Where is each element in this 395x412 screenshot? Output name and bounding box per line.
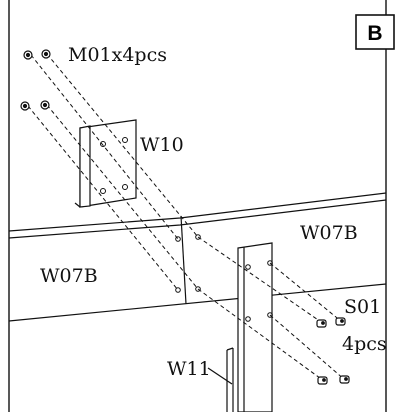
label-screws-right-code: S01 [344, 296, 381, 318]
label-screws-top: M01x4pcs [68, 44, 167, 66]
label-board-right: W07B [300, 222, 358, 244]
screws-m01 [20, 49, 51, 111]
post-plate [237, 242, 273, 412]
label-post: W11 [167, 358, 211, 380]
joint-holes [175, 234, 201, 293]
bracket-w10 [74, 119, 137, 208]
page-frame [8, 0, 387, 412]
board-joint [180, 215, 187, 305]
label-screws-right-qty: 4pcs [342, 333, 387, 355]
screws-s01 [316, 317, 350, 385]
step-badge: B [355, 14, 395, 50]
post-w11 [226, 347, 234, 412]
step-badge-label: B [367, 22, 382, 45]
screw-paths-right [197, 236, 346, 382]
w11-leader [207, 367, 233, 385]
screw-paths-left [27, 53, 199, 291]
label-bracket: W10 [140, 134, 184, 156]
bracket-holes [100, 137, 128, 194]
post-holes [245, 260, 273, 322]
board-w07b [8, 192, 387, 322]
label-board-left: W07B [40, 265, 98, 287]
